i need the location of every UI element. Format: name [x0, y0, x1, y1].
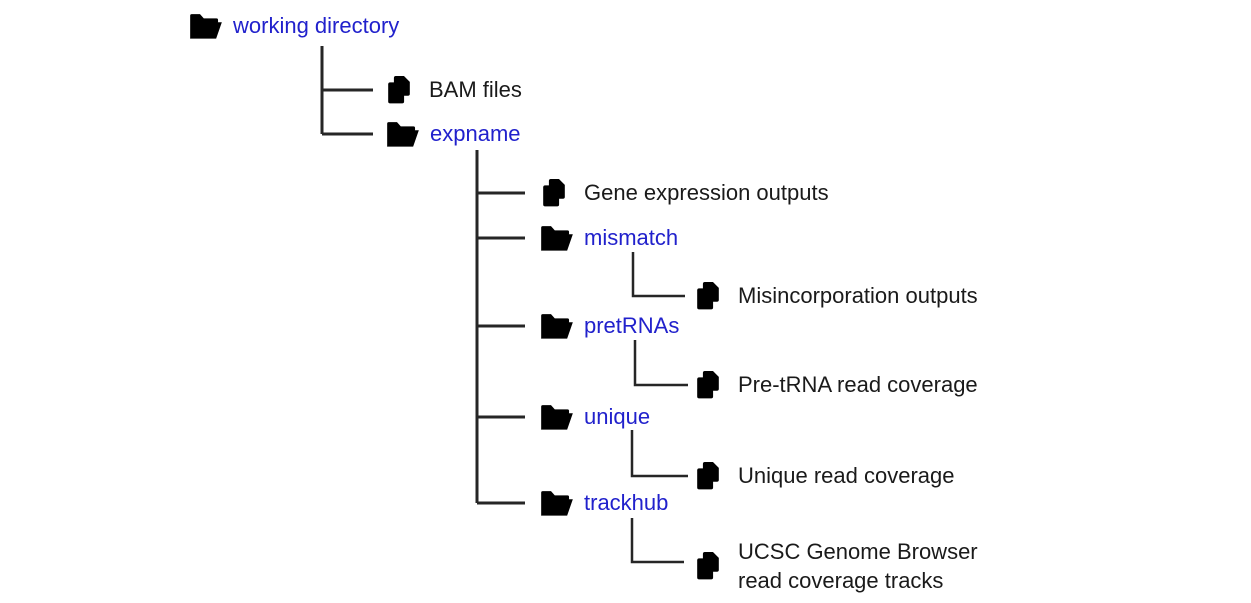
file-group-label-line-2: read coverage tracks	[738, 568, 944, 593]
tree-node-pretrnas[interactable]: pretRNAs	[538, 306, 679, 346]
files-icon	[694, 549, 722, 583]
file-group-label: Unique read coverage	[738, 462, 955, 488]
open-folder-icon	[538, 487, 576, 519]
folder-link-label[interactable]: working directory	[233, 12, 400, 38]
file-group-label: Pre-tRNA read coverage	[738, 371, 978, 397]
folder-link-label[interactable]: expname	[430, 120, 521, 146]
folder-link-label[interactable]: unique	[584, 403, 651, 429]
files-icon	[694, 279, 722, 313]
file-group-label-line-1: UCSC Genome Browser	[738, 539, 978, 564]
tree-node-expname[interactable]: expname	[384, 114, 521, 154]
folder-link-label[interactable]: trackhub	[584, 489, 669, 515]
folder-link-label[interactable]: mismatch	[584, 224, 679, 250]
file-group-label: Gene expression outputs	[584, 179, 829, 205]
tree-node-working-directory[interactable]: working directory	[187, 6, 399, 46]
open-folder-icon	[538, 401, 576, 433]
tree-node-gene-expression-outputs: Gene expression outputs	[540, 173, 829, 213]
tree-node-ucsc-genome-browser-tracks: UCSC Genome Browser read coverage tracks	[694, 534, 978, 598]
files-icon	[694, 459, 722, 493]
files-icon	[694, 368, 722, 402]
open-folder-icon	[384, 118, 422, 150]
tree-node-mismatch[interactable]: mismatch	[538, 218, 678, 258]
tree-node-trackhub[interactable]: trackhub	[538, 483, 668, 523]
tree-node-unique-read-coverage: Unique read coverage	[694, 456, 954, 496]
file-group-label: UCSC Genome Browser read coverage tracks	[738, 537, 978, 595]
tree-node-bam-files: BAM files	[385, 70, 522, 110]
files-icon	[540, 176, 568, 210]
open-folder-icon	[538, 310, 576, 342]
tree-node-pre-trna-read-coverage: Pre-tRNA read coverage	[694, 365, 978, 405]
tree-node-misincorporation-outputs: Misincorporation outputs	[694, 276, 978, 316]
folder-link-label[interactable]: pretRNAs	[584, 312, 680, 338]
open-folder-icon	[187, 10, 225, 42]
open-folder-icon	[538, 222, 576, 254]
files-icon	[385, 73, 413, 107]
tree-node-unique[interactable]: unique	[538, 397, 650, 437]
file-group-label: Misincorporation outputs	[738, 282, 978, 308]
file-group-label: BAM files	[429, 76, 522, 102]
